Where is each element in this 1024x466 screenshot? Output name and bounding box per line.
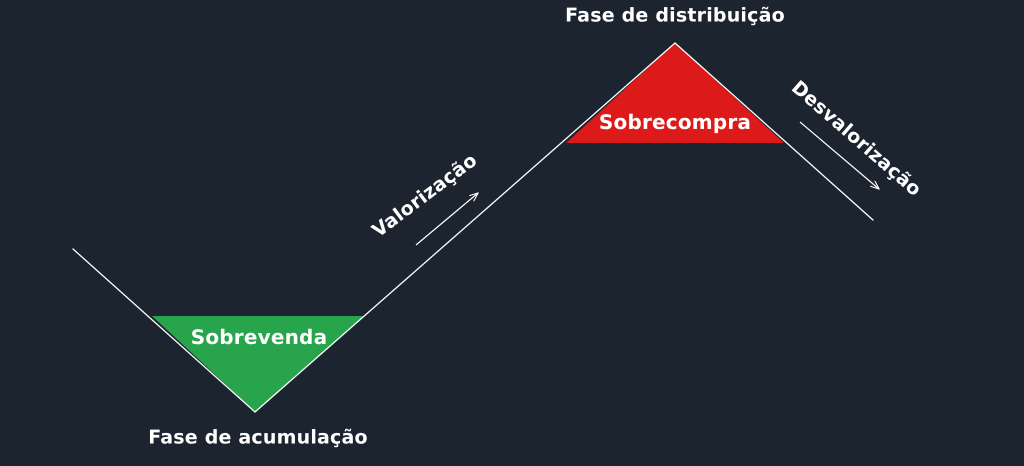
price-path-line <box>72 42 874 413</box>
overbought-zone-triangle <box>566 43 784 143</box>
oversold-zone-triangle <box>152 316 365 412</box>
oversold-zone-label: Sobrevenda <box>190 325 328 349</box>
uptrend-arrow <box>415 193 478 246</box>
downtrend-arrow <box>799 121 879 189</box>
distribution-phase-label: Fase de distribuição <box>565 4 785 27</box>
overbought-zone-label: Sobrecompra <box>598 110 752 134</box>
accumulation-phase-label: Fase de acumulação <box>148 426 368 449</box>
